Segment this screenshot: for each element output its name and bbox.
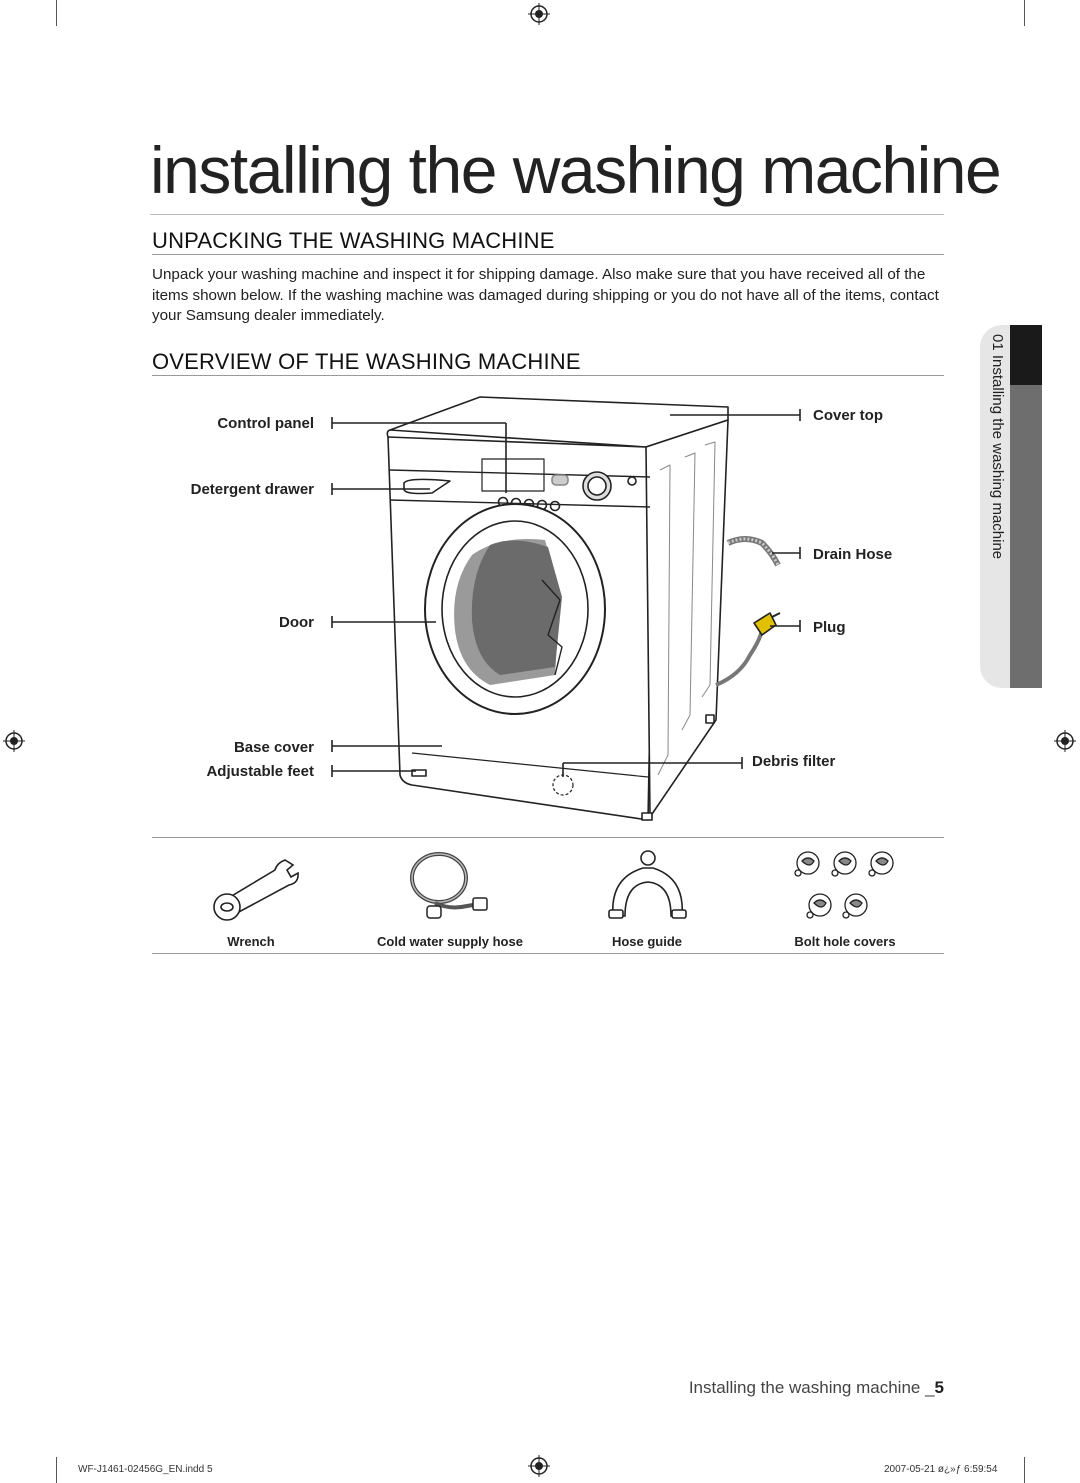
label-drain-hose: Drain Hose [813, 546, 893, 563]
page-title: installing the washing machine [150, 133, 1002, 207]
chapter-tab-marker [1010, 325, 1042, 385]
accessory-label: Wrench [227, 934, 275, 949]
accessories-bottom-rule [152, 953, 944, 954]
label-control-panel: Control panel [217, 415, 314, 432]
page-footer: Installing the washing machine _5 [689, 1378, 944, 1398]
label-base-cover: Base cover [233, 739, 314, 756]
hose-guide-icon [608, 850, 687, 919]
section-heading-unpacking: UNPACKING THE WASHING MACHINE [152, 228, 555, 253]
label-debris-filter: Debris filter [752, 753, 836, 770]
bolt-hole-covers-icon [794, 851, 894, 919]
wrench-icon [213, 859, 299, 921]
page-number: 5 [934, 1378, 944, 1397]
accessory-label: Hose guide [611, 934, 683, 949]
label-adjustable-feet: Adjustable feet [206, 763, 314, 780]
crop-mark [1024, 0, 1025, 26]
crop-mark [56, 0, 57, 26]
crop-mark [56, 1457, 57, 1483]
chapter-tab-label: 01 Installing the washing machine [989, 334, 1006, 560]
chapter-tab-bar [1010, 385, 1042, 688]
crop-mark [1024, 1457, 1025, 1483]
slug-timestamp: 2007-05-21 ø¿»ƒ 6:59:54 [884, 1464, 998, 1475]
accessories-top-rule [152, 837, 944, 838]
label-plug: Plug [813, 619, 846, 636]
registration-mark-icon [1054, 730, 1076, 752]
accessory-label: Cold water supply hose [377, 934, 523, 949]
slug-filename: WF-J1461-02456G_EN.indd 5 [78, 1464, 213, 1475]
section-divider [152, 375, 944, 376]
label-detergent-drawer: Detergent drawer [190, 481, 314, 498]
section-divider [152, 254, 944, 255]
registration-mark-icon [528, 3, 550, 25]
footer-label: Installing the washing machine _ [688, 1378, 935, 1397]
washing-machine-illustration [331, 396, 801, 821]
unpacking-paragraph: Unpack your washing machine and inspect … [152, 266, 939, 324]
label-cover-top: Cover top [813, 407, 884, 424]
accessory-label: Bolt hole covers [794, 934, 896, 949]
title-divider [150, 214, 944, 215]
registration-mark-icon [528, 1455, 550, 1477]
registration-mark-icon [3, 730, 25, 752]
hose-icon [410, 852, 488, 919]
section-heading-overview: OVERVIEW OF THE WASHING MACHINE [152, 349, 581, 374]
label-door: Door [279, 614, 314, 631]
